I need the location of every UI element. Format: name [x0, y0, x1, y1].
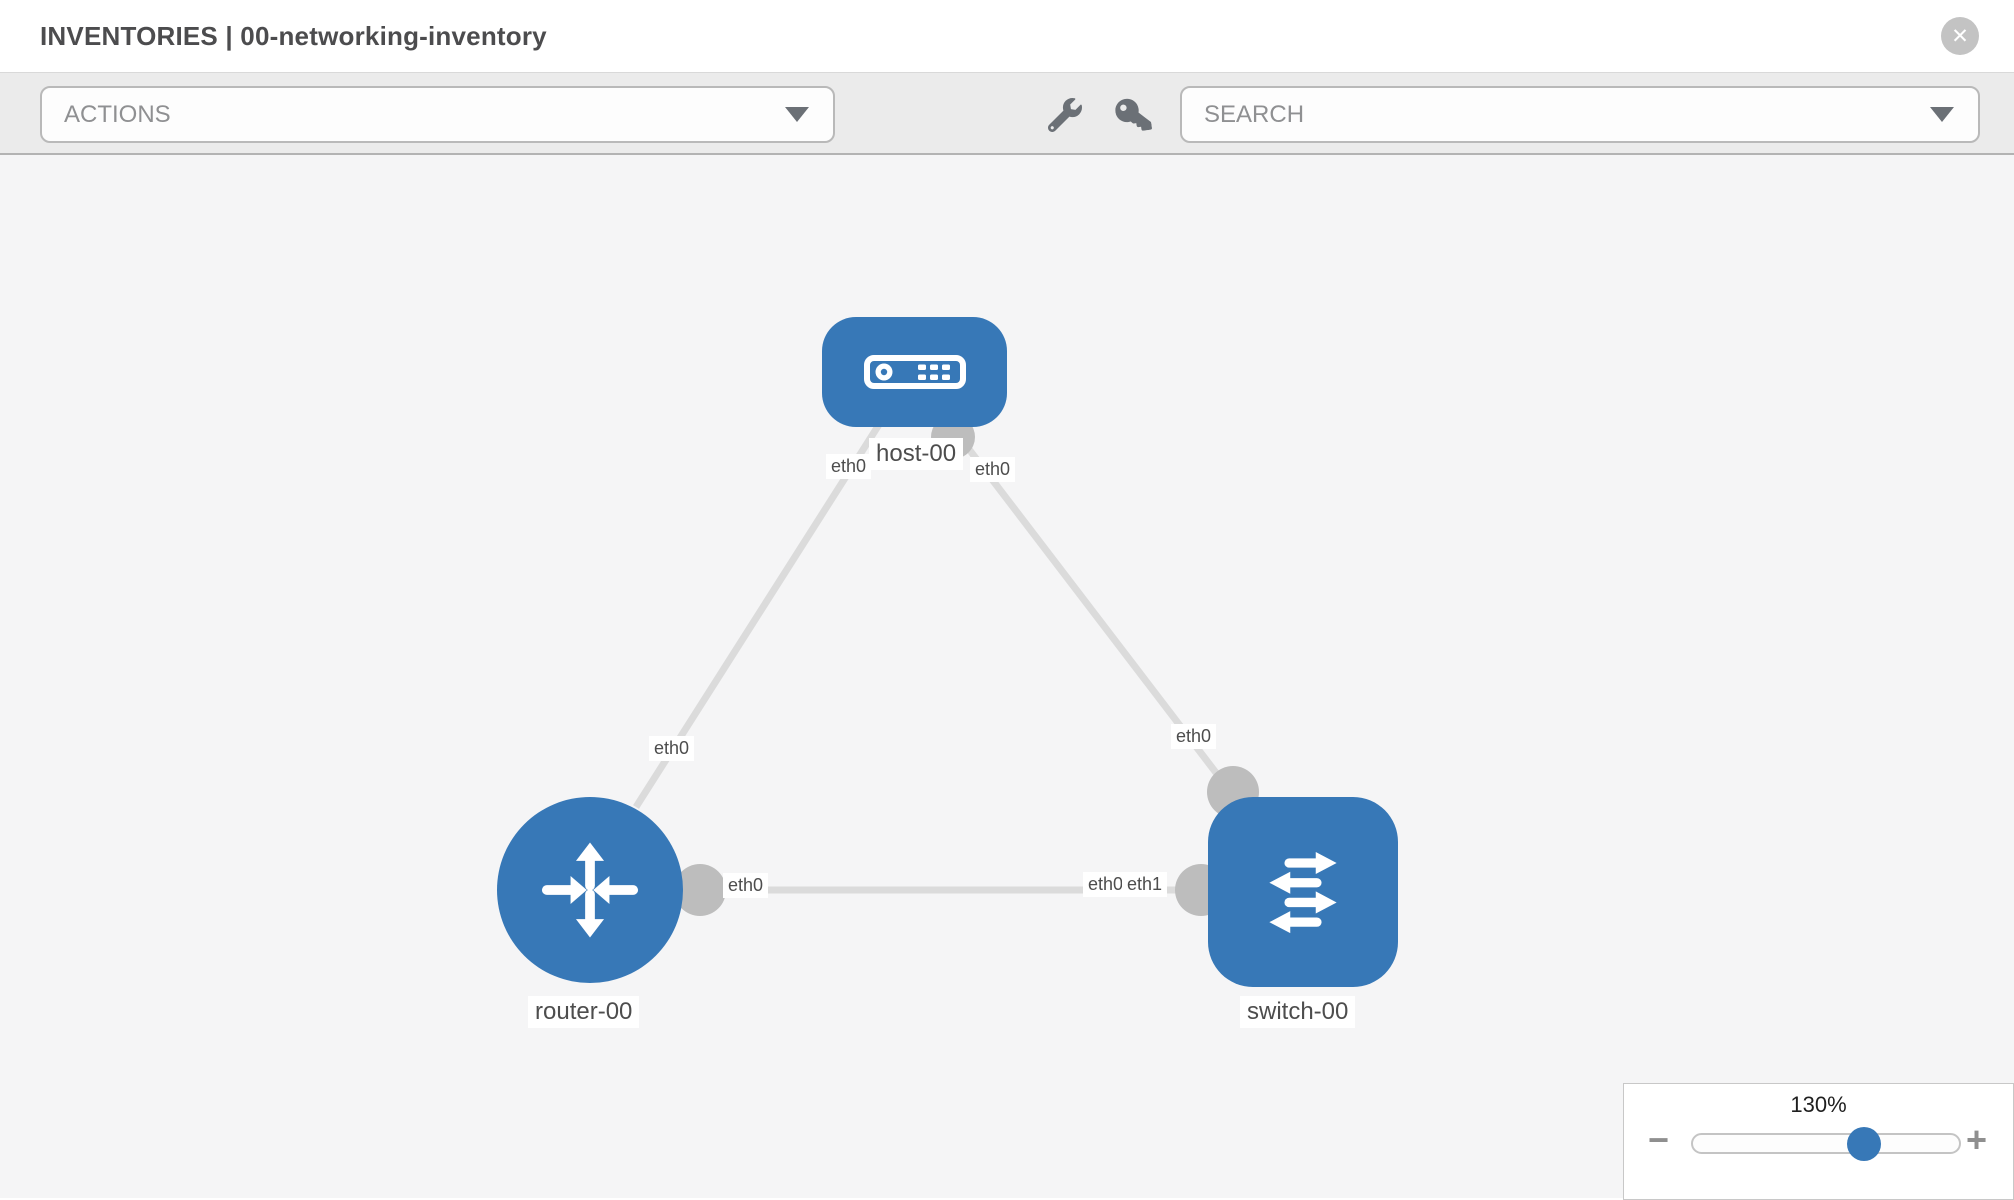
actions-dropdown-label: ACTIONS — [64, 100, 171, 128]
if-label-host-to-router: eth0 — [826, 454, 872, 479]
page-title: INVENTORIES | 00-networking-inventory — [40, 20, 547, 51]
wrench-icon — [1048, 98, 1082, 132]
configure-button[interactable] — [1046, 96, 1084, 134]
credentials-button[interactable] — [1114, 96, 1152, 134]
switch-icon — [1269, 851, 1337, 934]
chevron-down-icon — [785, 107, 809, 122]
zoom-panel: 130% − + — [1623, 1083, 2014, 1200]
interface-port-router — [674, 864, 726, 916]
search-input[interactable] — [1204, 100, 1930, 129]
if-label-router-to-switch: eth0 — [723, 873, 769, 898]
if-label-switch-to-host: eth0 — [1171, 724, 1217, 749]
node-label-host: host-00 — [869, 438, 964, 470]
if-label-switch-overlapped: eth0 — [1083, 872, 1129, 897]
toolbar: ACTIONS — [0, 72, 2014, 155]
zoom-out-button[interactable]: − — [1648, 1119, 1670, 1160]
zoom-in-button[interactable]: + — [1966, 1119, 1988, 1160]
links-layer — [633, 415, 1259, 916]
chevron-down-icon — [1930, 107, 1954, 122]
if-label-router-to-host: eth0 — [649, 736, 695, 761]
close-icon: ✕ — [1951, 24, 1969, 48]
zoom-level-value: 130% — [1790, 1092, 1847, 1117]
zoom-slider-thumb[interactable] — [1847, 1127, 1881, 1161]
actions-dropdown[interactable]: ACTIONS — [40, 86, 835, 143]
node-router-00[interactable] — [497, 797, 683, 983]
zoom-slider-track[interactable] — [1691, 1133, 1961, 1154]
router-icon — [541, 842, 639, 938]
header: INVENTORIES | 00-networking-inventory ✕ — [0, 0, 2014, 72]
node-label-switch: switch-00 — [1240, 996, 1356, 1028]
close-button[interactable]: ✕ — [1941, 17, 1979, 55]
node-host-00[interactable] — [822, 317, 1007, 427]
host-icon — [863, 355, 966, 389]
node-switch-00[interactable] — [1208, 797, 1398, 987]
topology-canvas[interactable]: host-00 router-00 switch-00 eth0 eth0 et… — [0, 155, 2014, 1200]
if-label-switch-to-router: eth1 — [1122, 872, 1168, 897]
if-label-host-to-switch: eth0 — [970, 457, 1016, 482]
key-icon — [1115, 98, 1152, 131]
search-box[interactable] — [1180, 86, 1980, 143]
node-label-router: router-00 — [528, 996, 640, 1028]
